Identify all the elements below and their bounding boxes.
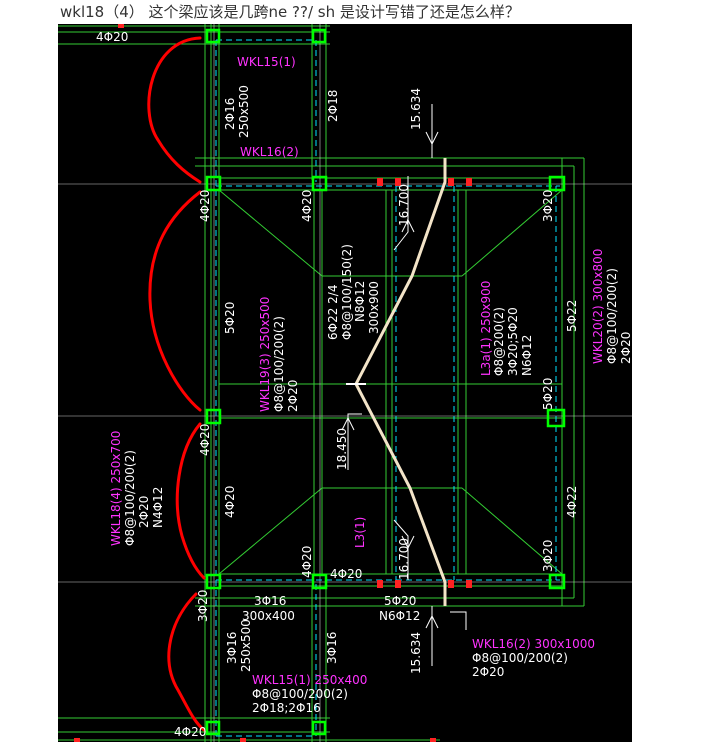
- bottom-beam-size-label: 300x400: [242, 609, 295, 623]
- column: [205, 28, 221, 44]
- l3-label: L3(1): [353, 517, 367, 548]
- size-250x500-label: 250x500: [237, 85, 251, 138]
- bottom-corner-rebar-label: 4Φ20: [174, 725, 206, 739]
- wkl16-bottom-label: WKL16(2) 300x1000: [472, 637, 595, 651]
- elevation-top-label: 15.634: [409, 88, 423, 130]
- bottom-middle-n-label: N6Φ12: [379, 609, 420, 623]
- wkl18-label: WKL18(4) 250x700: [109, 431, 123, 546]
- cad-drawing: 4Φ20 WKL15(1) 2Φ16 250x500 2Φ18 15.634 W…: [58, 24, 632, 742]
- col-rebar-label-a: 4Φ20: [198, 190, 212, 222]
- elevation-bottom-label: 15.634: [409, 632, 423, 674]
- drawing-labels: 4Φ20 WKL15(1) 2Φ16 250x500 2Φ18 15.634 W…: [96, 30, 632, 739]
- col-rebar-label-g: 3Φ20: [196, 590, 210, 622]
- question-text: wkl18（4） 这个梁应该是几跨ne ??/ sh 是设计写错了还是怎么样？: [60, 3, 520, 21]
- elevation-16700-label-a: 16.700: [397, 184, 411, 226]
- wkl15-bottom-rebar-label: 2Φ18;2Φ16: [252, 701, 321, 715]
- bottom-vbeam-rebar-label: 3Φ16: [225, 632, 239, 664]
- l3a-label: L3a(1) 250x900: [479, 281, 493, 376]
- wkl19-stirrup-label: Φ8@100/200(2): [272, 316, 286, 412]
- column: [548, 175, 566, 192]
- wkl18-n-label: N4Φ12: [151, 487, 165, 528]
- l3a-n-label: N6Φ12: [520, 335, 534, 376]
- rebar-2-18-label: 2Φ18: [326, 90, 340, 122]
- right-beam-rebar-label-low: 4Φ22: [565, 486, 579, 518]
- middle-beam-n-label: N8Φ12: [353, 281, 367, 322]
- column: [205, 720, 221, 736]
- wkl16-bottom-rebar-label: 2Φ20: [472, 665, 504, 679]
- column: [205, 573, 222, 590]
- center-col-rebar-label: 5Φ20: [541, 378, 555, 410]
- column: [311, 28, 327, 44]
- wkl15-bottom-label: WKL15(1) 250x400: [252, 673, 367, 687]
- dashed-lines: [215, 39, 560, 740]
- bottom-rebar-label: 4Φ20: [330, 567, 362, 581]
- middle-beam-size-label: 300x900: [367, 281, 381, 334]
- left-beam-rebar-label-low: 4Φ20: [223, 486, 237, 518]
- wkl18-rebar-label: 2Φ20: [137, 496, 151, 528]
- column: [311, 573, 328, 590]
- wkl18-stirrup-label: Φ8@100/200(2): [123, 450, 137, 546]
- middle-beam-stirrup-label: Φ8@100/150(2): [340, 244, 354, 340]
- column: [311, 720, 327, 736]
- beam-lines: [58, 24, 585, 742]
- middle-beam-rebar-label: 6Φ22 2/4: [326, 285, 340, 340]
- col-rebar-label-e: 4Φ20: [300, 546, 314, 578]
- structural-plan: 4Φ20 WKL15(1) 2Φ16 250x500 2Φ18 15.634 W…: [58, 24, 632, 742]
- wkl16-top-label: WKL16(2): [240, 145, 299, 159]
- elevation-16700-label-b: 16.700: [397, 538, 411, 580]
- wkl15-bottom-stirrup-label: Φ8@100/200(2): [252, 687, 348, 701]
- wkl19-rebar-label: 2Φ20: [286, 380, 300, 412]
- red-markers: [74, 24, 472, 742]
- bottom-beam-rebar-label: 3Φ16: [254, 594, 286, 608]
- column: [205, 408, 222, 425]
- columns: [205, 28, 566, 736]
- guide-lines: [58, 24, 632, 742]
- wkl20-label: WKL20(2) 300x800: [591, 249, 605, 364]
- top-rebar-label: 4Φ20: [96, 30, 128, 44]
- bottom-vbeam-size-label: 250x500: [239, 619, 253, 672]
- col-rebar-label-d: 4Φ20: [198, 424, 212, 456]
- l3a-rebar-label: 3Φ20;5Φ20: [506, 307, 520, 376]
- wkl15-top-label: WKL15(1): [237, 55, 296, 69]
- wkl19-label: WKL19(3) 250x500: [258, 297, 272, 412]
- col-rebar-label-f: 3Φ20: [541, 540, 555, 572]
- column: [546, 408, 566, 428]
- wkl20-rebar-label: 2Φ20: [619, 332, 632, 364]
- wkl16-bottom-stirrup-label: Φ8@100/200(2): [472, 651, 568, 665]
- column: [205, 175, 222, 192]
- elevation-markers: [341, 104, 467, 666]
- wkl20-stirrup-label: Φ8@100/200(2): [605, 268, 619, 364]
- col-rebar-label-b: 4Φ20: [300, 190, 314, 222]
- col-rebar-label-c: 3Φ20: [541, 190, 555, 222]
- markup-arcs: [147, 36, 206, 732]
- column: [548, 573, 566, 590]
- left-beam-rebar-label: 5Φ20: [223, 302, 237, 334]
- rebar-2-16-label: 2Φ16: [223, 98, 237, 130]
- bottom-vbeam-rebar-label-b: 3Φ16: [325, 632, 339, 664]
- bottom-middle-rebar-label: 5Φ20: [384, 594, 416, 608]
- elevation-18450-label: 18.450: [335, 428, 349, 470]
- column: [311, 175, 328, 192]
- l3a-stirrup-label: Φ8@200(2): [492, 307, 506, 376]
- page-margin: [632, 24, 720, 750]
- right-beam-rebar-label: 5Φ22: [565, 300, 579, 332]
